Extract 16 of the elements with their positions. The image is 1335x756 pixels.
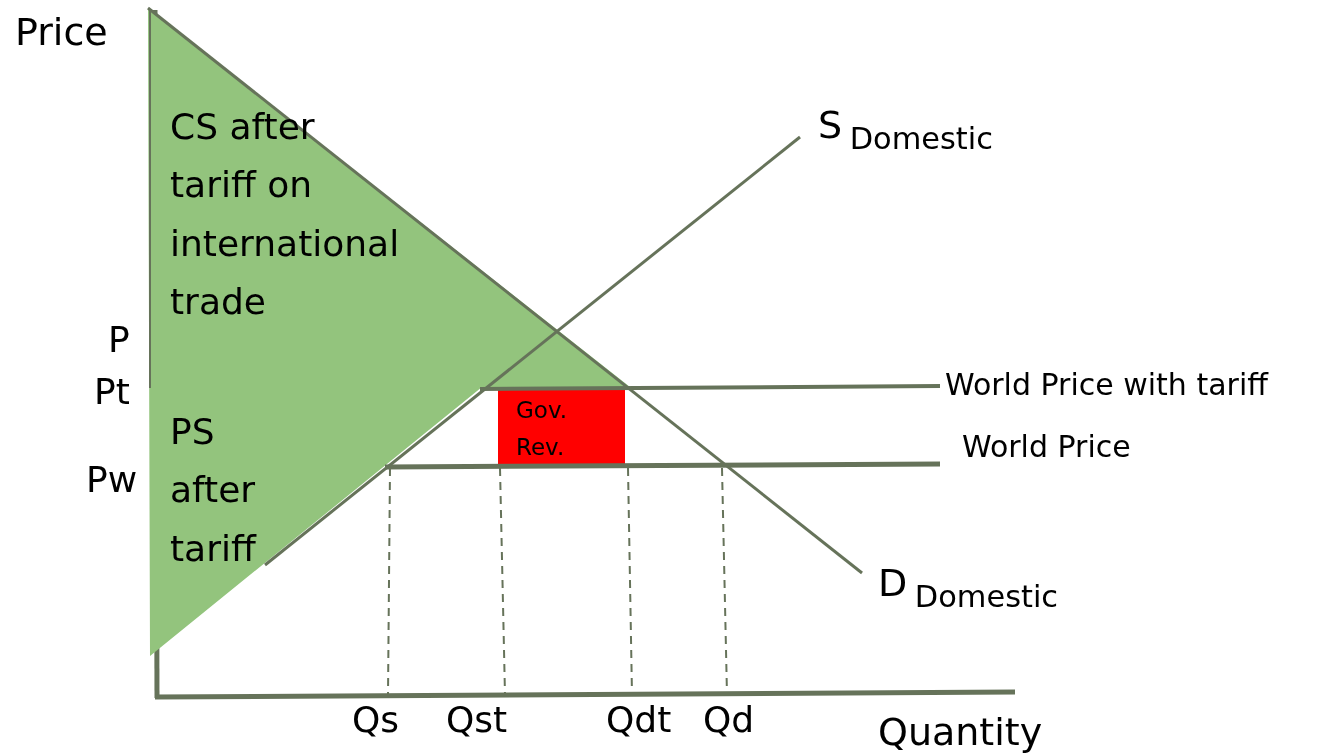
curve-label: S$_{Domestic}$ — [818, 105, 993, 156]
price-tick-label: P — [108, 320, 130, 360]
price-tick-label: Pw — [86, 460, 138, 500]
quantity-tick-label: Qd — [703, 700, 755, 740]
revenue-label: Gov. Rev. — [516, 396, 569, 463]
surplus-label: PS after tariff — [170, 410, 258, 571]
line-label: World Price with tariff — [945, 368, 1268, 401]
axis-title: Price — [15, 12, 108, 54]
revenue-rectangle — [498, 390, 625, 466]
curve-label: D$_{Domestic}$ — [878, 563, 1059, 614]
quantity-tick-label: Qdt — [606, 700, 672, 740]
price-tick-label: Pt — [94, 372, 130, 412]
line-label: World Price — [962, 430, 1131, 463]
axis-title: Quantity — [878, 712, 1043, 754]
quantity-tick-label: Qst — [446, 700, 508, 740]
quantity-tick-label: Qs — [352, 700, 400, 740]
